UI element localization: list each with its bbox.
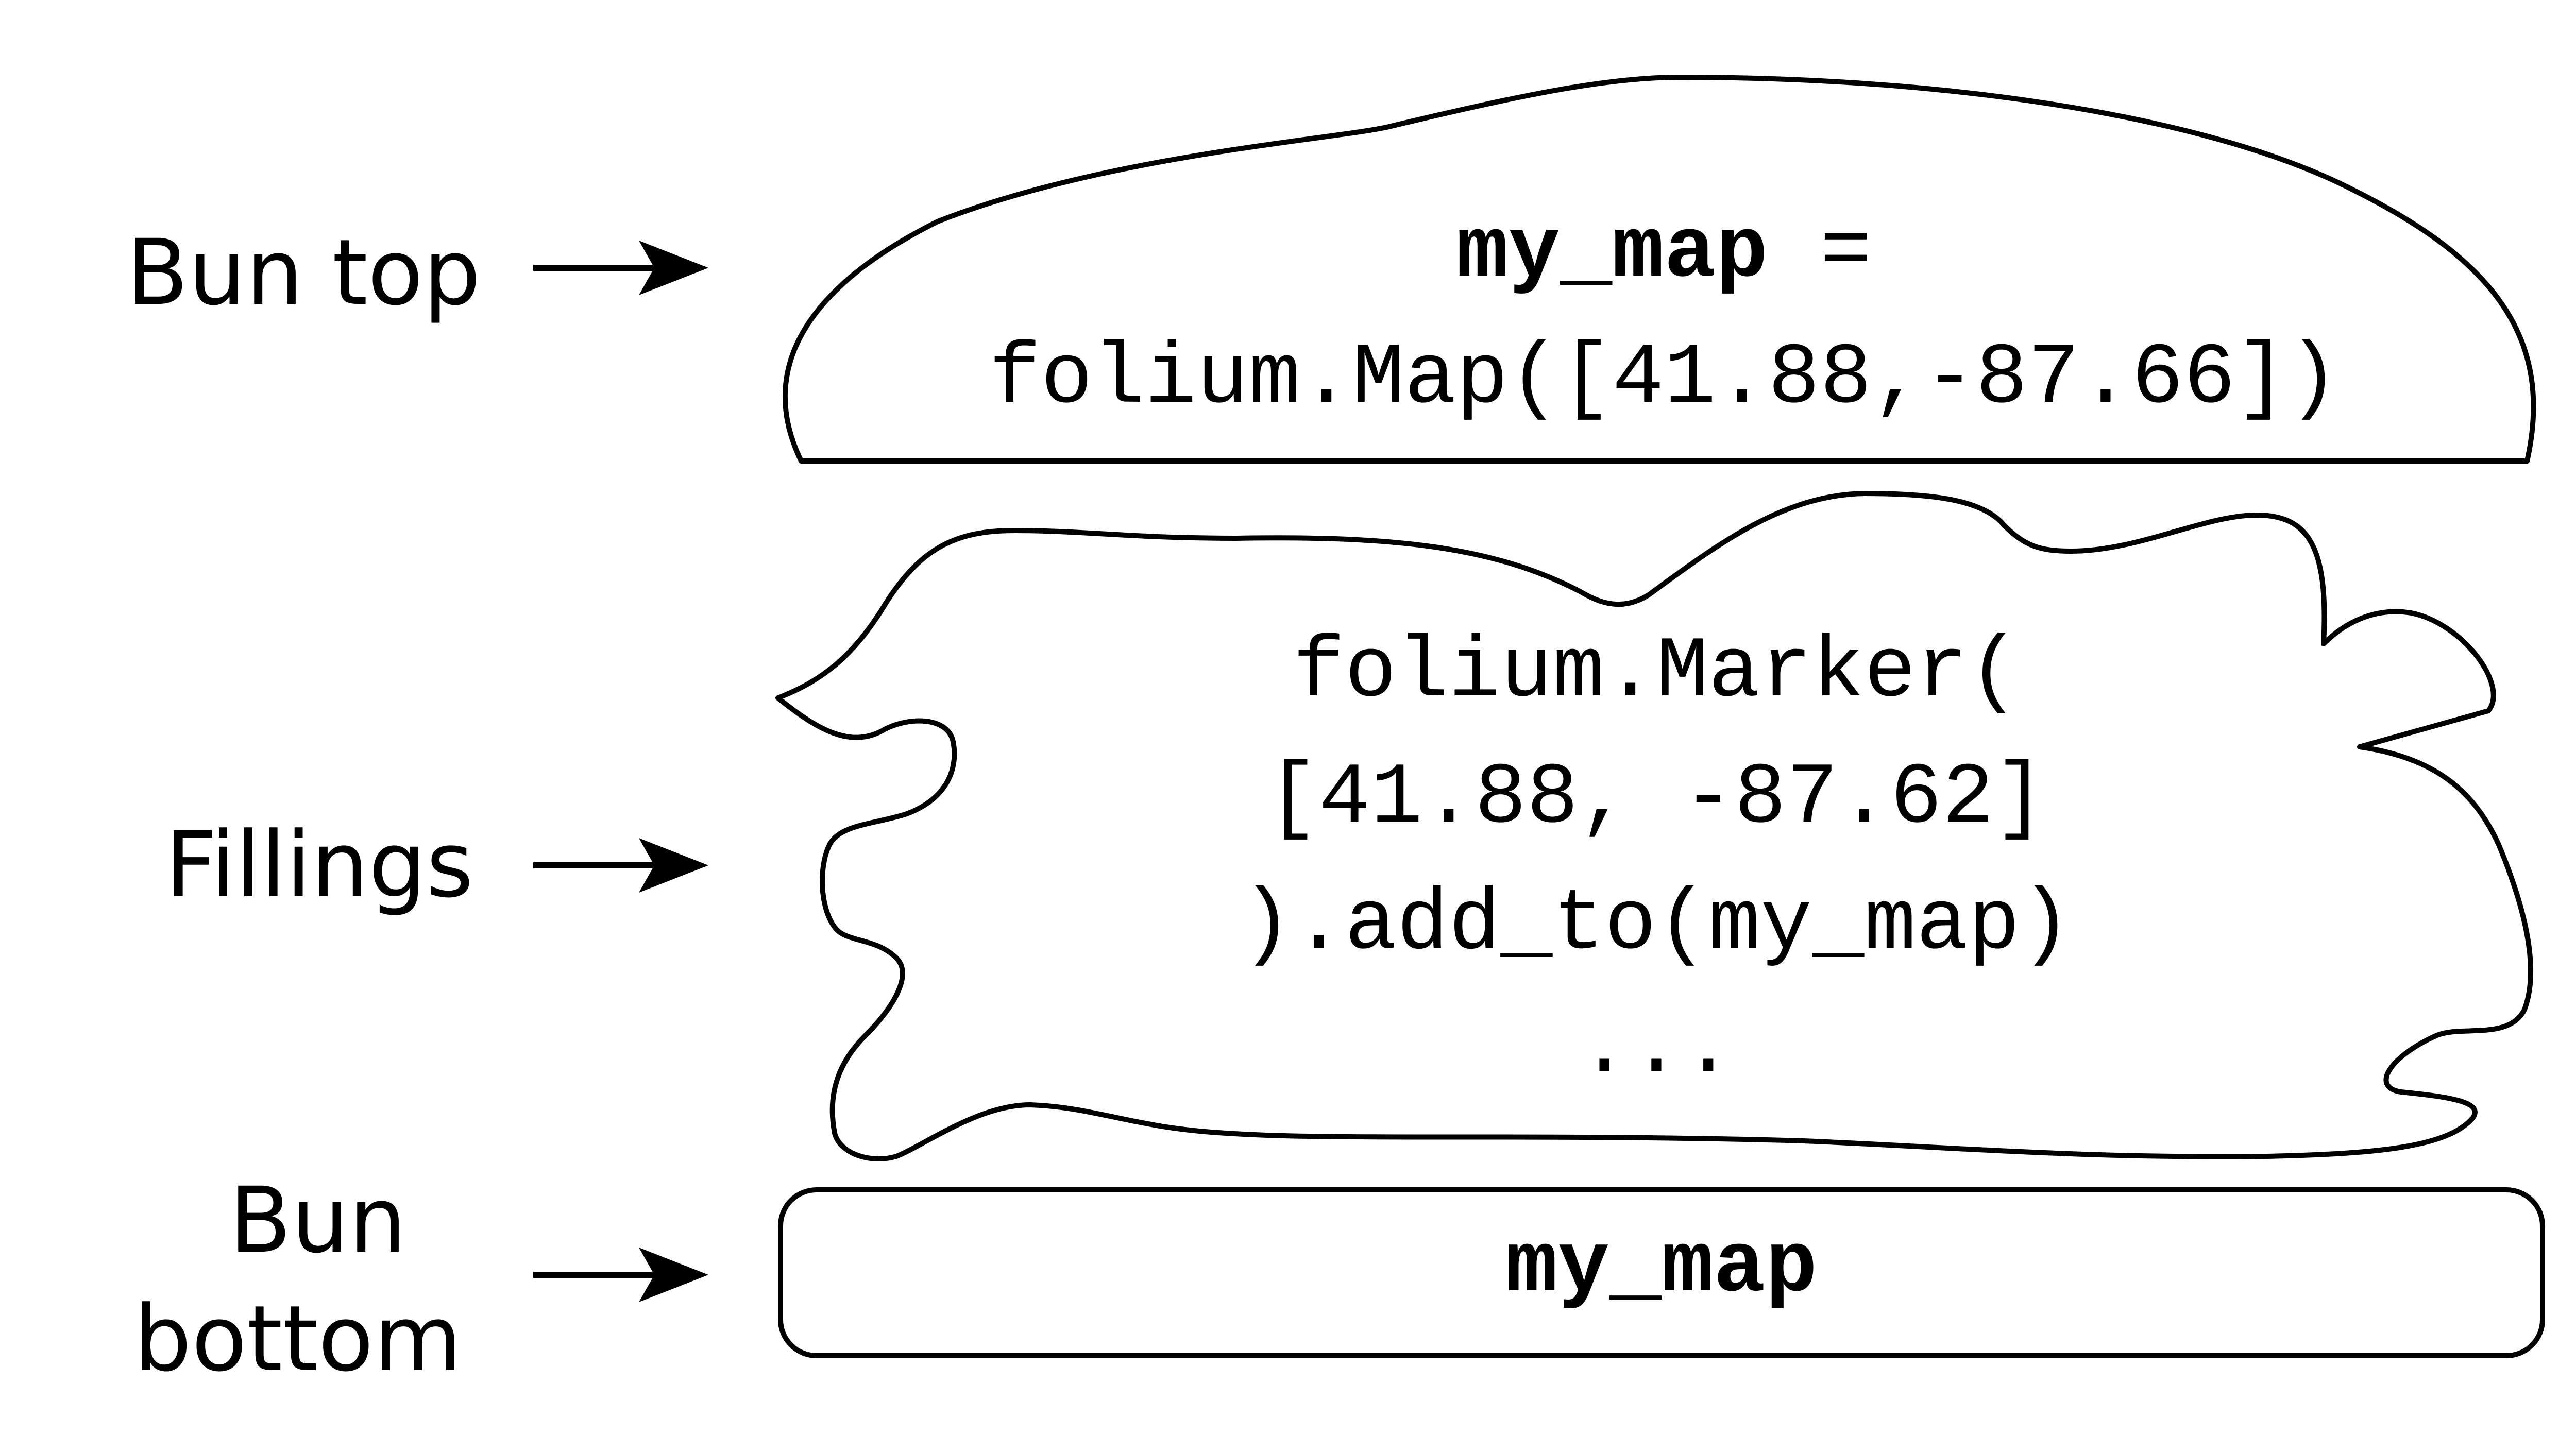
label-fillings: Fillings — [165, 812, 473, 918]
arrow-bun-top — [533, 241, 708, 295]
arrow-bun-bottom — [533, 1248, 708, 1302]
fillings-code-line3: ).add_to(my_map) — [1241, 876, 2072, 974]
fillings-code-line4: ... — [1579, 1000, 1734, 1098]
fillings-code-line1: folium.Marker( — [1293, 624, 2020, 722]
bun-top-code-line2: folium.Map([41.88,-87.66]) — [989, 330, 2339, 428]
bun-top-code-assign: = — [1768, 204, 1872, 302]
bun-top-shape — [783, 75, 2536, 464]
label-bun-top: Bun top — [126, 220, 481, 326]
bun-top-code-var: my_map — [1456, 204, 1768, 302]
fillings-shape — [775, 491, 2533, 1161]
label-bun-bottom-line2: bottom — [134, 1286, 462, 1392]
arrow-fillings — [533, 838, 708, 893]
fillings-code-line2: [41.88, -87.62] — [1267, 750, 2046, 848]
bun-top-code-line1: my_map = — [1456, 204, 1872, 302]
bun-bottom-code: my_map — [1506, 1219, 1818, 1317]
bun-bottom-shape — [778, 1187, 2545, 1358]
label-bun-bottom-line1: Bun — [229, 1168, 406, 1273]
